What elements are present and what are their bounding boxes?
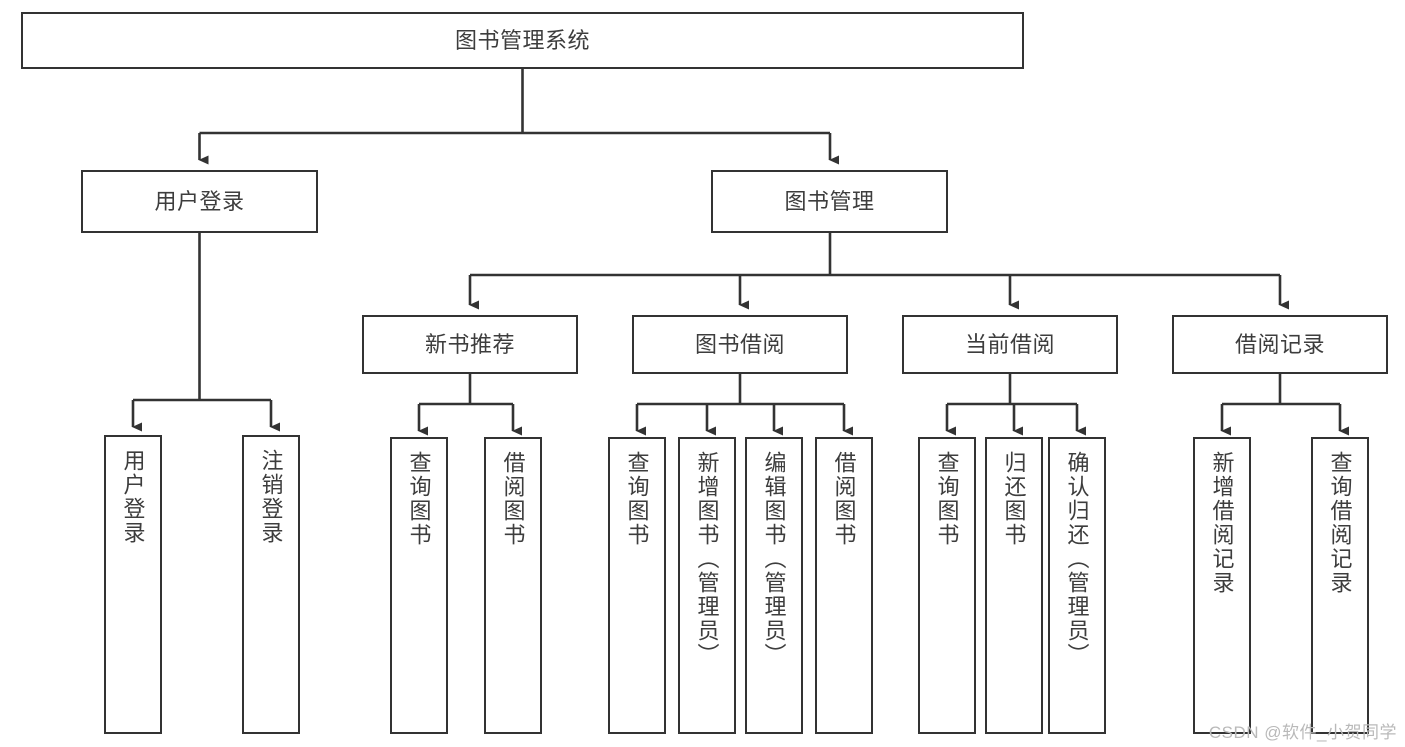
node-leaf-edit-book-admin-label: 编辑图书（管理员） [761,451,787,667]
node-leaf-edit-book-admin[interactable]: 编辑图书（管理员） [745,437,803,734]
node-leaf-return-book[interactable]: 归还图书 [985,437,1043,734]
node-current-borrow[interactable]: 当前借阅 [902,315,1118,374]
node-leaf-new-book-borrow[interactable]: 借阅图书 [484,437,542,734]
node-book-management[interactable]: 图书管理 [711,170,948,233]
node-leaf-new-book-borrow-label: 借阅图书 [500,451,526,547]
node-new-book-recommend-label: 新书推荐 [424,331,515,357]
node-leaf-return-book-label: 归还图书 [1001,451,1027,547]
node-leaf-borrow-query-book[interactable]: 查询图书 [608,437,666,734]
node-leaf-current-query-book[interactable]: 查询图书 [918,437,976,734]
node-leaf-add-borrow-record-label: 新增借阅记录 [1209,451,1235,595]
watermark-text: CSDN @软件_小贺同学 [1208,723,1397,742]
node-book-borrow-label: 图书借阅 [694,331,785,357]
node-leaf-query-borrow-record-label: 查询借阅记录 [1327,451,1353,595]
node-leaf-new-book-query[interactable]: 查询图书 [390,437,448,734]
node-leaf-borrow-book[interactable]: 借阅图书 [815,437,873,734]
node-user-login[interactable]: 用户登录 [81,170,318,233]
node-leaf-confirm-return-admin[interactable]: 确认归还（管理员） [1048,437,1106,734]
node-root-label: 图书管理系统 [454,27,590,53]
node-leaf-logout-label: 注销登录 [258,449,284,545]
node-leaf-add-borrow-record[interactable]: 新增借阅记录 [1193,437,1251,734]
node-leaf-query-borrow-record[interactable]: 查询借阅记录 [1311,437,1369,734]
node-leaf-add-book-admin[interactable]: 新增图书（管理员） [678,437,736,734]
node-user-login-label: 用户登录 [154,188,245,214]
node-leaf-logout[interactable]: 注销登录 [242,435,300,734]
node-leaf-current-query-book-label: 查询图书 [934,451,960,547]
node-borrow-records[interactable]: 借阅记录 [1172,315,1388,374]
node-leaf-user-login[interactable]: 用户登录 [104,435,162,734]
node-leaf-confirm-return-admin-label: 确认归还（管理员） [1064,451,1090,667]
node-current-borrow-label: 当前借阅 [964,331,1055,357]
node-book-borrow[interactable]: 图书借阅 [632,315,848,374]
node-root-book-management-system[interactable]: 图书管理系统 [21,12,1024,69]
node-leaf-user-login-label: 用户登录 [120,449,146,545]
node-new-book-recommend[interactable]: 新书推荐 [362,315,578,374]
node-leaf-borrow-query-book-label: 查询图书 [624,451,650,547]
node-leaf-new-book-query-label: 查询图书 [406,451,432,547]
node-leaf-add-book-admin-label: 新增图书（管理员） [694,451,720,667]
node-borrow-records-label: 借阅记录 [1234,331,1325,357]
node-leaf-borrow-book-label: 借阅图书 [831,451,857,547]
node-book-management-label: 图书管理 [784,188,875,214]
